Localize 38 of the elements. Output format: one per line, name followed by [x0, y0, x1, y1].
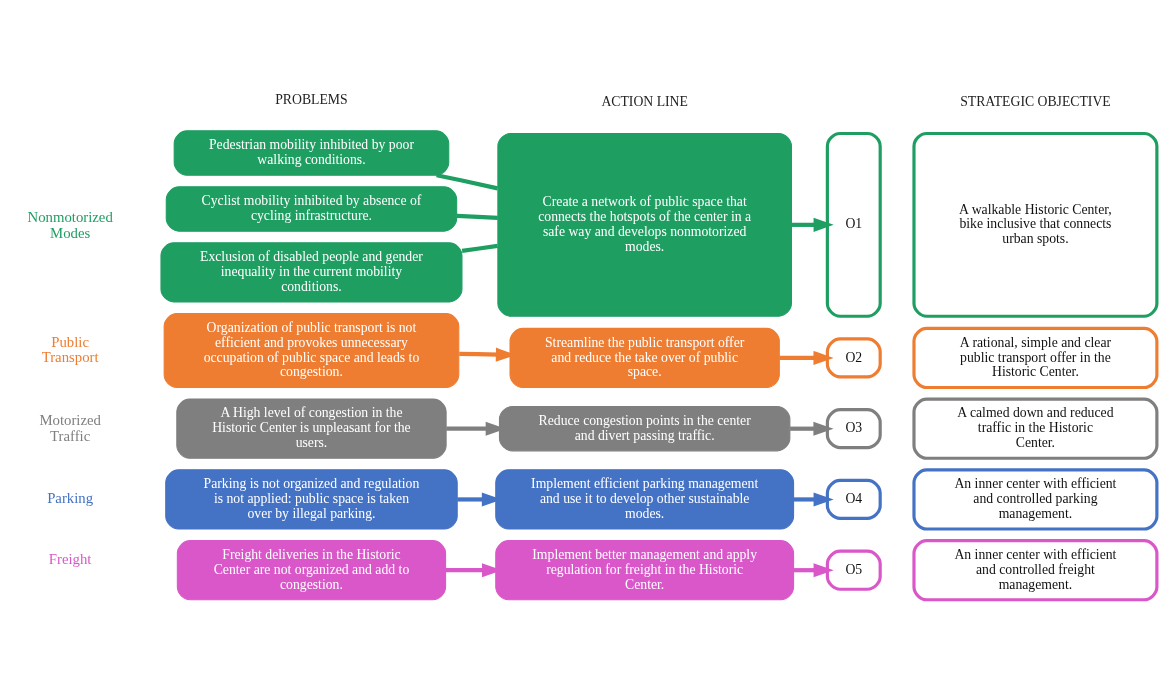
node-box: Reduce congestion points in the center and divert passing traffic.	[498, 405, 791, 451]
label: STRATEGIC OBJECTIVE	[960, 93, 1111, 109]
node-box: Freight deliveries in the Historic Center are not organized and add to congestion.	[176, 539, 447, 600]
node-box: An inner center with efficient and controlled parking management.	[912, 467, 1159, 531]
node-box: Parking is not organized and regulation is not applied: public space is taken over by illegal parking.	[165, 468, 458, 530]
node-box: Pedestrian mobility inhibited by poor walking conditions.	[173, 129, 450, 176]
arrow	[779, 350, 834, 365]
node-box: O4	[825, 478, 882, 520]
node-box: A rational, simple and clear public transport offer in the Historic Center.	[912, 326, 1159, 389]
connector	[436, 172, 498, 190]
node-box: Implement efficient parking management and use it to develop other sustainable modes.	[495, 468, 795, 530]
node-box: A calmed down and reduced traffic in the Historic Center.	[912, 397, 1159, 460]
connector	[461, 243, 498, 253]
arrow	[793, 562, 834, 577]
label: Motorized Traffic	[39, 411, 101, 444]
node-box: Organization of public transport is not efficient and provokes unnecessary occupation of public space and leads to congestion.	[163, 312, 460, 388]
node-box: Exclusion of disabled people and gender inequality in the current mobility conditions.	[160, 241, 463, 302]
node-box: O2	[825, 336, 882, 379]
arrow	[791, 217, 834, 232]
label: Nonmotorized Modes	[27, 208, 113, 241]
node-box: An inner center with efficient and controlled freight management.	[912, 538, 1159, 601]
node-box: A High level of congestion in the Historic Center is unpleasant for the users.	[176, 398, 447, 459]
node-box: Implement better management and apply regulation for freight in the Historic Center.	[495, 539, 795, 600]
connector	[456, 213, 498, 220]
arrow	[790, 421, 834, 436]
label: ACTION LINE	[601, 93, 688, 109]
label: PROBLEMS	[275, 91, 348, 107]
node-box: Streamline the public transport offer and reduce the take over of public space.	[509, 327, 780, 388]
node-box: O5	[825, 549, 882, 591]
arrow	[793, 491, 834, 506]
node-box: Create a network of public space that connects the hotspots of the center in a safe way and develops nonmotorized modes.	[497, 132, 792, 317]
label: Public Transport	[41, 333, 99, 365]
node-box: A walkable Historic Center, bike inclusive that connects urban spots.	[912, 131, 1159, 318]
node-box: O1	[825, 131, 882, 318]
node-box: O3	[825, 407, 882, 449]
label: Freight	[48, 550, 92, 567]
node-box: Cyclist mobility inhibited by absence of cycling infrastructure.	[165, 185, 458, 232]
label: Parking	[47, 489, 94, 506]
